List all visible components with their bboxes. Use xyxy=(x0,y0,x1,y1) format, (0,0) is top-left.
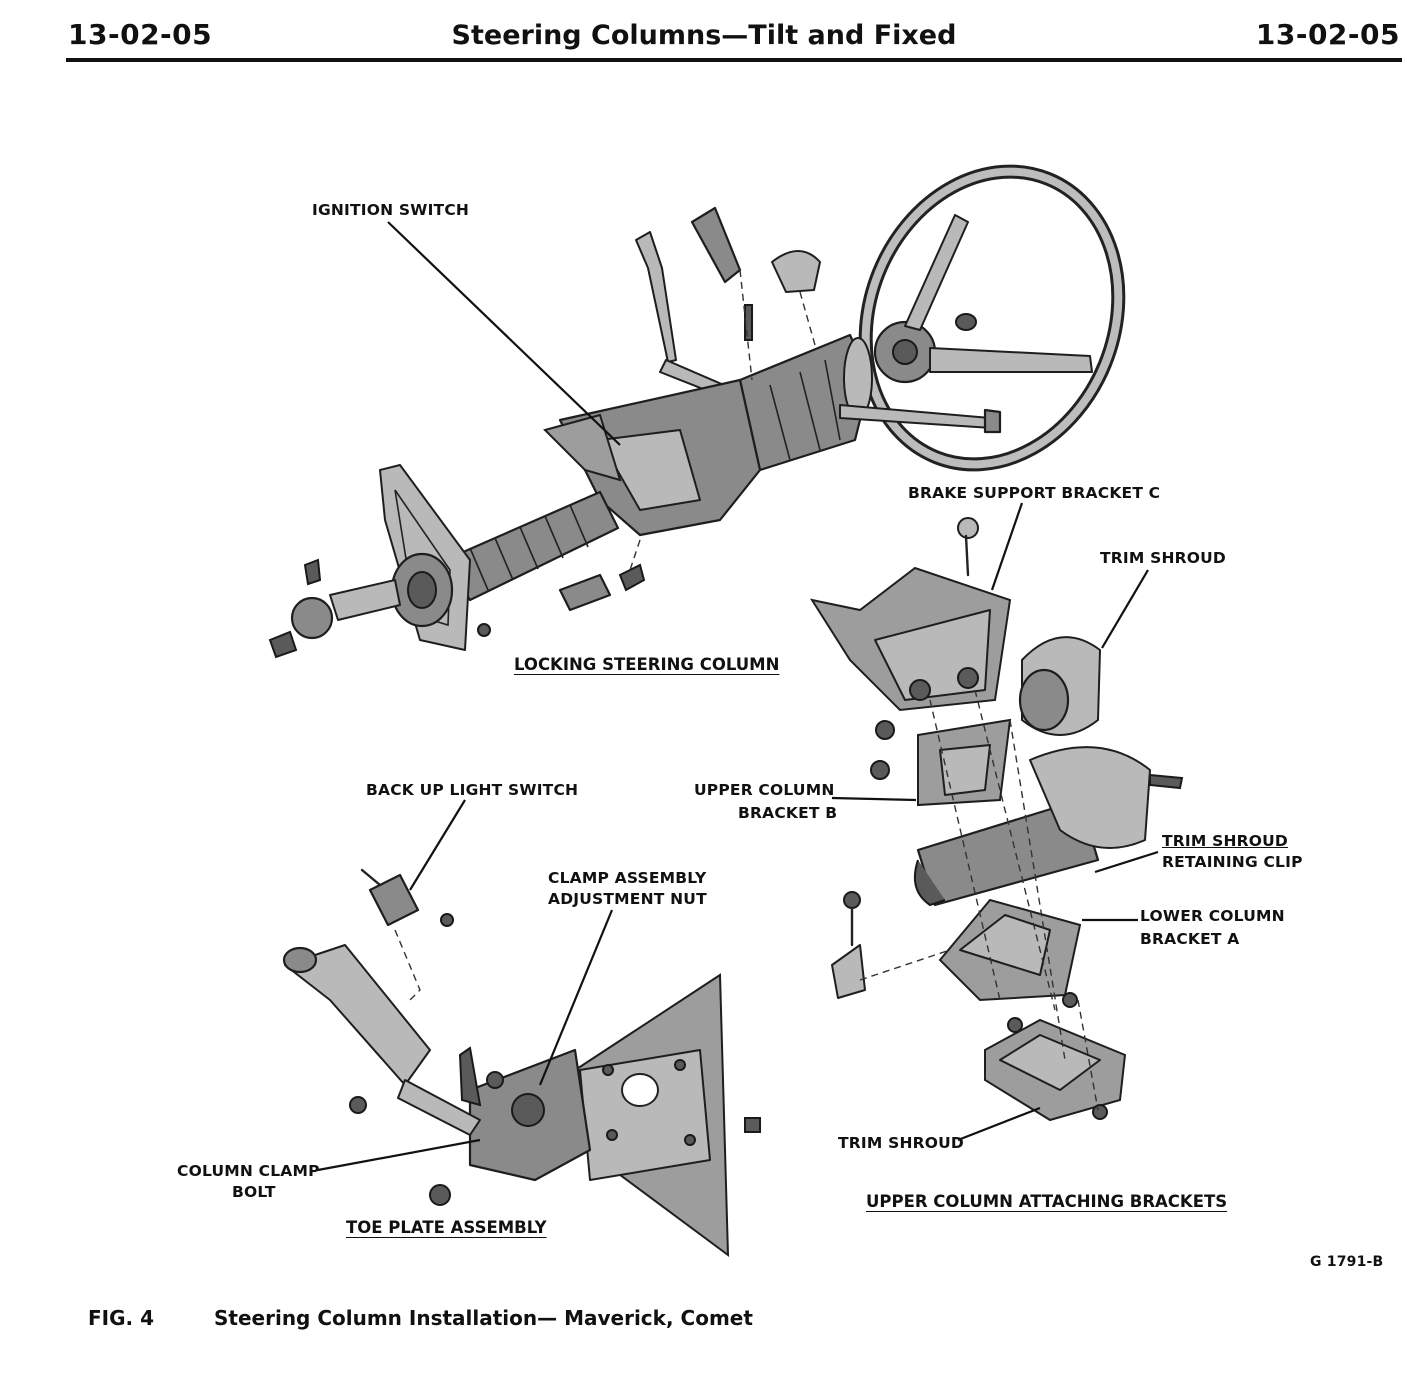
label-bracket-b: BRACKET B xyxy=(738,804,838,822)
toe-plate-drawing xyxy=(282,868,761,1258)
label-lower-column: LOWER COLUMN xyxy=(1140,907,1285,925)
page-number-left: 13-02-05 xyxy=(68,18,213,51)
label-ignition-switch: IGNITION SWITCH xyxy=(312,201,470,219)
page-number-right: 13-02-05 xyxy=(1255,18,1400,51)
figure-caption: Steering Column Installation— Maverick, … xyxy=(214,1306,753,1330)
label-trim-shroud-clip: TRIM SHROUD xyxy=(1162,832,1288,850)
section-title-toe-plate-assembly: TOE PLATE ASSEMBLY xyxy=(346,1218,547,1237)
figure-number: FIG. 4 xyxy=(88,1306,154,1330)
label-adjustment-nut: ADJUSTMENT NUT xyxy=(548,890,707,908)
upper-column-brackets-drawing xyxy=(809,517,1184,1122)
label-retaining-clip: RETAINING CLIP xyxy=(1162,853,1303,871)
label-brake-support-bracket-c: BRAKE SUPPORT BRACKET C xyxy=(908,484,1161,502)
label-bolt: BOLT xyxy=(232,1183,276,1201)
page-title: Steering Columns—Tilt and Fixed xyxy=(451,20,957,51)
figure-code: G 1791-B xyxy=(1310,1254,1384,1270)
section-title-locking-steering-column: LOCKING STEERING COLUMN xyxy=(514,655,780,674)
label-column-clamp: COLUMN CLAMP xyxy=(177,1162,320,1180)
locking-steering-column-drawing xyxy=(268,164,1126,659)
leader-lines xyxy=(317,221,1159,1172)
label-trim-shroud-top: TRIM SHROUD xyxy=(1100,549,1226,567)
label-upper-column: UPPER COLUMN xyxy=(694,781,835,799)
label-bracket-a: BRACKET A xyxy=(1140,930,1240,948)
section-title-upper-column-attaching-brackets: UPPER COLUMN ATTACHING BRACKETS xyxy=(866,1192,1228,1211)
label-trim-shroud-bottom: TRIM SHROUD xyxy=(838,1134,964,1152)
label-clamp-assembly: CLAMP ASSEMBLY xyxy=(548,869,707,887)
label-back-up-light-switch: BACK UP LIGHT SWITCH xyxy=(366,781,579,799)
header-rule xyxy=(66,58,1402,62)
